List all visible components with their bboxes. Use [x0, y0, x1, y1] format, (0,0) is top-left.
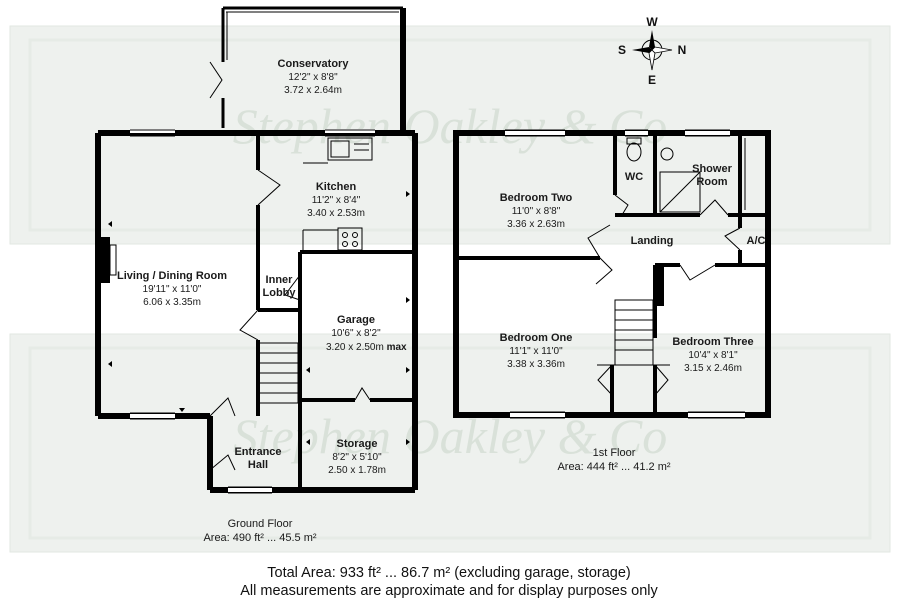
living-dining-metric: 6.06 x 3.35m — [143, 297, 201, 308]
bedroom-one-metric: 3.38 x 3.36m — [507, 359, 565, 370]
conservatory-name: Conservatory — [278, 58, 350, 70]
landing-name: Landing — [631, 235, 674, 247]
compass-east: E — [648, 73, 656, 87]
airing-cupboard-name: A/C — [747, 235, 766, 247]
bedroom-two-name: Bedroom Two — [500, 192, 573, 204]
bedroom-three-name: Bedroom Three — [672, 336, 753, 348]
kitchen-metric: 3.40 x 2.53m — [307, 208, 365, 219]
watermark-top: Stephen Oakley & Co — [233, 98, 668, 154]
footer: Total Area: 933 ft² ... 86.7 m² (excludi… — [240, 565, 658, 599]
first-floor-area: Area: 444 ft² ... 41.2 m² — [557, 461, 670, 473]
compass-north: N — [678, 43, 687, 57]
kitchen-imperial: 11'2" x 8'4" — [312, 195, 361, 206]
garage-metric: 3.20 x 2.50m max — [326, 342, 407, 353]
conservatory-metric: 3.72 x 2.64m — [284, 85, 342, 96]
garage-name: Garage — [337, 314, 375, 326]
ground-floor-plan — [95, 6, 418, 494]
garage-metric-value: 3.20 x 2.50m — [326, 342, 384, 353]
conservatory-imperial: 12'2" x 8'8" — [288, 72, 338, 83]
wc-name: WC — [625, 171, 643, 183]
storage-imperial: 8'2" x 5'10" — [332, 452, 382, 463]
bedroom-one-name: Bedroom One — [500, 332, 573, 344]
first-floor-title: 1st Floor — [593, 447, 636, 459]
ground-floor-area: Area: 490 ft² ... 45.5 m² — [203, 532, 316, 544]
entrance-hall-name-1: Entrance — [234, 446, 281, 458]
living-dining-name: Living / Dining Room — [117, 270, 227, 282]
bedroom-two-imperial: 11'0" x 8'8" — [512, 206, 561, 217]
compass-south: S — [618, 43, 626, 57]
inner-lobby-name-1: Inner — [266, 274, 294, 286]
first-floor-labels: Bedroom Two 11'0" x 8'8" 3.36 x 2.63m WC… — [500, 163, 766, 473]
ground-floor-title: Ground Floor — [228, 518, 293, 530]
ground-floor-labels: Conservatory 12'2" x 8'8" 3.72 x 2.64m K… — [117, 58, 407, 544]
inner-lobby-name-2: Lobby — [263, 287, 297, 299]
compass-west: W — [646, 15, 658, 29]
first-floor-plan — [453, 129, 771, 419]
total-area: Total Area: 933 ft² ... 86.7 m² (excludi… — [267, 565, 631, 581]
bedroom-three-metric: 3.15 x 2.46m — [684, 363, 742, 374]
bedroom-three-imperial: 10'4" x 8'1" — [688, 350, 738, 361]
garage-metric-suffix: max — [387, 342, 407, 353]
garage-imperial: 10'6" x 8'2" — [331, 328, 381, 339]
bedroom-one-imperial: 11'1" x 11'0" — [509, 346, 563, 357]
shower-room-name-2: Room — [696, 176, 727, 188]
compass-icon: W E S N — [618, 15, 686, 87]
living-dining-imperial: 19'11" x 11'0" — [143, 284, 202, 295]
storage-metric: 2.50 x 1.78m — [328, 465, 386, 476]
storage-name: Storage — [337, 438, 378, 450]
watermark: Stephen Oakley & Co Stephen Oakley & Co — [9, 25, 891, 553]
bedroom-two-metric: 3.36 x 2.63m — [507, 219, 565, 230]
disclaimer: All measurements are approximate and for… — [240, 583, 658, 599]
shower-room-name-1: Shower — [692, 163, 732, 175]
kitchen-name: Kitchen — [316, 181, 357, 193]
entrance-hall-name-2: Hall — [248, 459, 268, 471]
